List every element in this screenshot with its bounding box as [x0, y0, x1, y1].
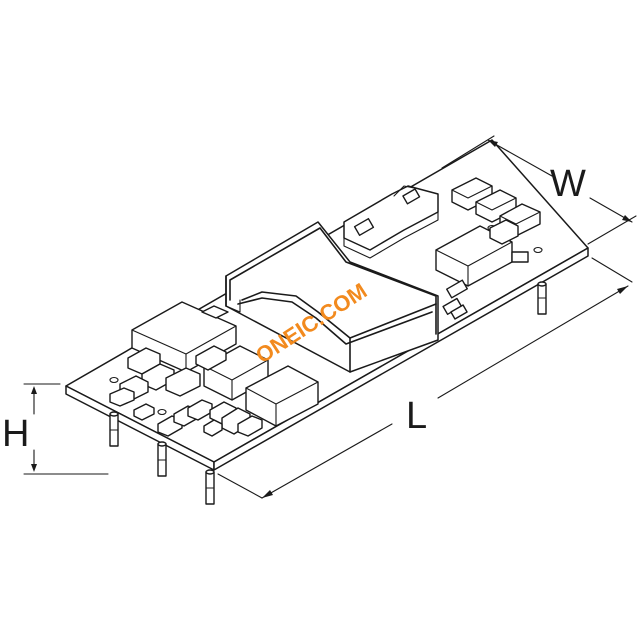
smd-r4 — [450, 304, 468, 320]
shield-outer — [225, 221, 439, 373]
smd-parts — [109, 345, 263, 437]
smd-r2 — [446, 279, 468, 299]
height-label: H — [2, 413, 29, 455]
dimension-width: W — [441, 135, 637, 245]
pad-a — [353, 217, 375, 237]
pad-b — [402, 188, 421, 205]
chip-front — [245, 365, 319, 427]
upper-right-components — [435, 177, 541, 320]
pin-2 — [157, 441, 167, 477]
pin-4 — [537, 281, 547, 315]
length-label: L — [406, 395, 427, 437]
pin-1 — [109, 411, 119, 447]
pcb-side-edge — [213, 247, 589, 471]
top-plate — [343, 185, 439, 259]
dimension-length: L — [217, 257, 633, 499]
capacitor-stack — [451, 177, 541, 245]
width-label: W — [550, 163, 586, 205]
chip-right-large — [435, 225, 513, 287]
dimension-height: H — [2, 383, 109, 475]
shield-frame — [225, 221, 439, 373]
pin-3 — [205, 469, 215, 505]
lower-left-components — [109, 301, 319, 437]
pins — [109, 281, 547, 505]
smd-r1 — [511, 251, 529, 263]
